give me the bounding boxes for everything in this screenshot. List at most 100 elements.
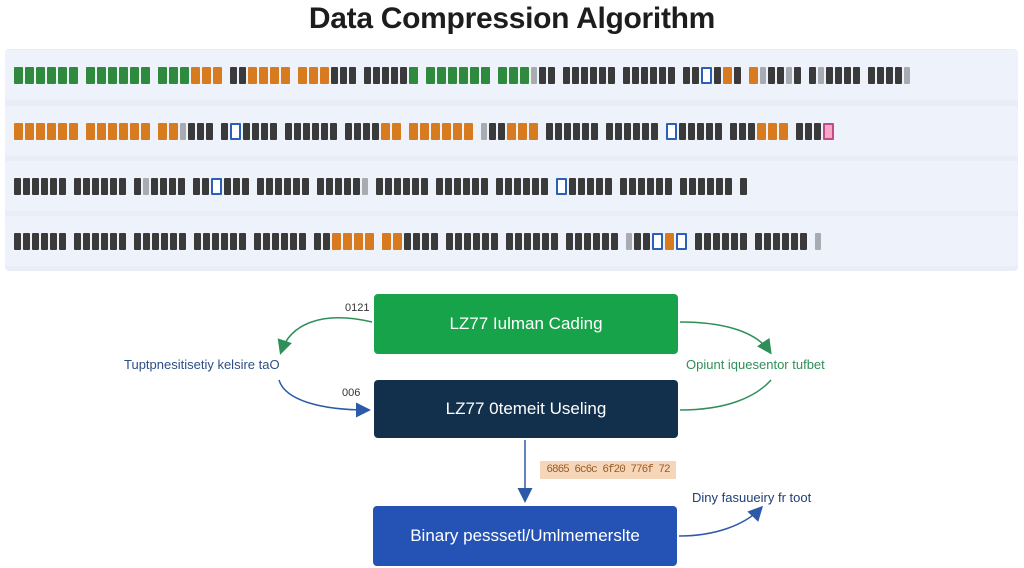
- token-block: [773, 232, 780, 250]
- token-block: [755, 232, 762, 250]
- token-block: [725, 177, 732, 195]
- token-block: [459, 66, 468, 84]
- token-block: [263, 232, 270, 250]
- token-block: [409, 66, 418, 84]
- token-block: [541, 177, 548, 195]
- token-block: [385, 177, 392, 195]
- token-block: [58, 122, 67, 140]
- token-block: [453, 122, 462, 140]
- token-block: [197, 122, 204, 140]
- token-block: [317, 177, 324, 195]
- token-block: [188, 122, 195, 140]
- token-block: [160, 177, 167, 195]
- token-block: [331, 66, 338, 84]
- token-block: [194, 232, 201, 250]
- token-block: [805, 122, 812, 140]
- token-block: [83, 232, 90, 250]
- token-block: [723, 66, 732, 84]
- small-label-top: 0121: [345, 302, 370, 314]
- token-block: [41, 177, 48, 195]
- token-block: [629, 177, 636, 195]
- token-block: [134, 177, 141, 195]
- token-block: [290, 232, 297, 250]
- token-block: [409, 122, 418, 140]
- token-block: [818, 66, 824, 84]
- token-block: [814, 122, 821, 140]
- token-block: [563, 66, 570, 84]
- token-block: [343, 232, 352, 250]
- node-lz77-encoding: LZ77 0temeit Useling: [374, 380, 678, 438]
- token-block: [326, 177, 333, 195]
- token-block: [590, 66, 597, 84]
- token-block: [394, 177, 401, 195]
- token-block: [261, 122, 268, 140]
- token-block: [354, 122, 361, 140]
- token-block: [463, 177, 470, 195]
- token-block: [782, 232, 789, 250]
- token-block: [656, 177, 663, 195]
- token-block: [213, 66, 222, 84]
- token-block: [608, 66, 615, 84]
- token-block: [760, 66, 766, 84]
- token-block: [668, 66, 675, 84]
- token-block: [877, 66, 884, 84]
- token-block: [421, 177, 428, 195]
- token-block: [230, 122, 241, 140]
- token-block: [23, 177, 30, 195]
- token-block: [676, 232, 687, 250]
- small-label-mid: 006: [342, 387, 361, 399]
- token-block: [520, 66, 529, 84]
- token-block: [496, 177, 503, 195]
- token-block: [786, 66, 792, 84]
- token-block: [706, 122, 713, 140]
- token-block: [281, 232, 288, 250]
- token-block: [698, 177, 705, 195]
- token-block: [768, 66, 775, 84]
- token-block: [270, 122, 277, 140]
- token-block: [701, 66, 712, 84]
- token-block: [92, 177, 99, 195]
- token-block: [365, 232, 374, 250]
- token-block: [110, 232, 117, 250]
- token-block: [716, 177, 723, 195]
- label-binary-frequency: Diny fasuueiry fr toot: [692, 490, 812, 505]
- token-block: [202, 66, 211, 84]
- token-block: [330, 122, 337, 140]
- token-block: [143, 177, 149, 195]
- token-block: [281, 66, 290, 84]
- token-block: [853, 66, 860, 84]
- token-block: [349, 66, 356, 84]
- token-block: [203, 232, 210, 250]
- token-block: [169, 122, 178, 140]
- token-block: [573, 122, 580, 140]
- token-block: [134, 232, 141, 250]
- token-block: [206, 122, 213, 140]
- token-block: [713, 232, 720, 250]
- token-block: [591, 122, 598, 140]
- token-block: [643, 232, 650, 250]
- token-block: [448, 66, 457, 84]
- token-block: [707, 177, 714, 195]
- token-block: [757, 122, 766, 140]
- token-block: [454, 177, 461, 195]
- token-block: [92, 232, 99, 250]
- token-stream-row: [5, 161, 1018, 211]
- token-block: [539, 66, 546, 84]
- token-block: [556, 177, 567, 195]
- token-block: [193, 177, 200, 195]
- token-block: [683, 66, 690, 84]
- token-block: [59, 177, 66, 195]
- token-block: [498, 122, 505, 140]
- token-block: [482, 232, 489, 250]
- token-block: [254, 232, 261, 250]
- token-block: [382, 66, 389, 84]
- token-block: [312, 122, 319, 140]
- token-block: [578, 177, 585, 195]
- token-block: [436, 177, 443, 195]
- token-block: [252, 122, 259, 140]
- token-block: [446, 232, 453, 250]
- token-block: [472, 177, 479, 195]
- token-block: [376, 177, 383, 195]
- token-block: [868, 66, 875, 84]
